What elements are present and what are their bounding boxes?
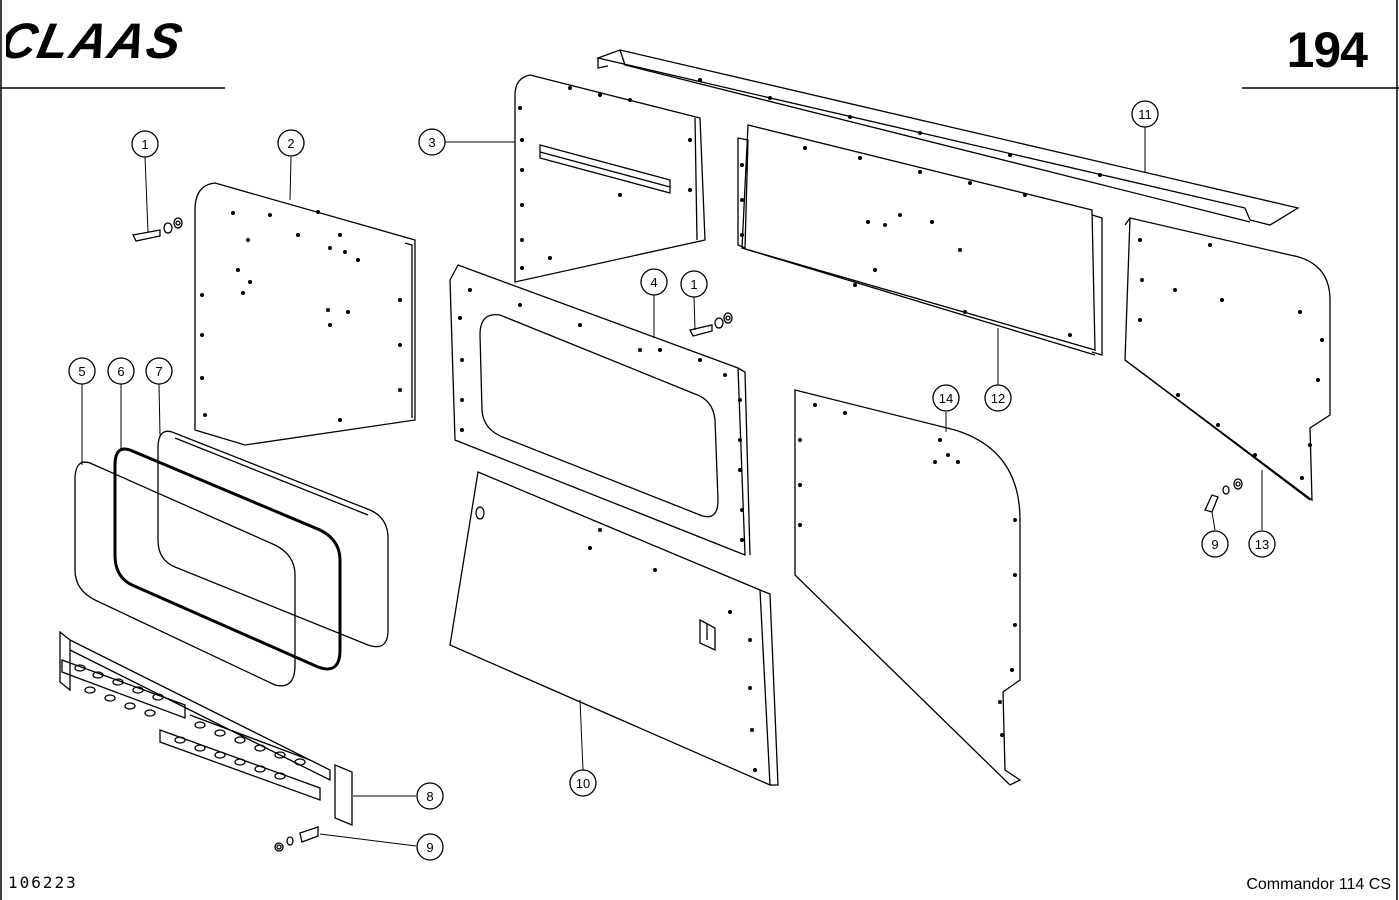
callout-9a: 9 (416, 833, 444, 861)
callout-10-label: 10 (576, 776, 590, 791)
drawing-number: 106223 (8, 873, 78, 892)
part-5-glass-pane (74, 461, 296, 687)
callout-12-label: 12 (991, 391, 1005, 406)
callout-4: 4 (640, 268, 668, 296)
part-9-bolt-lower (274, 826, 319, 852)
part-13-right-panel (1124, 217, 1331, 502)
part-1-bolt-right (689, 312, 733, 337)
callout-1b-label: 1 (690, 277, 697, 292)
part-8-step-ladder (59, 630, 353, 826)
callout-13: 13 (1248, 530, 1276, 558)
part-7-inner-trim (157, 430, 389, 648)
brand-logo-text: CLAAS (6, 16, 189, 66)
claas-logo: CLAAS (6, 16, 189, 66)
part-9-bolt-right (1204, 478, 1243, 513)
callout-14-label: 14 (939, 391, 953, 406)
callout-14: 14 (932, 384, 960, 412)
part-3-rear-panel (514, 74, 706, 283)
callout-3-label: 3 (428, 135, 435, 150)
callout-12: 12 (984, 384, 1012, 412)
callout-11-label: 11 (1138, 107, 1152, 122)
callout-7-label: 7 (155, 364, 162, 379)
callout-6-label: 6 (117, 364, 124, 379)
callout-5-label: 5 (78, 364, 85, 379)
machine-model: Commandor 114 CS (1246, 876, 1391, 893)
callout-10: 10 (569, 769, 597, 797)
part-12-long-panel (737, 124, 1103, 356)
part-4-window-frame (449, 264, 751, 556)
callout-5: 5 (68, 357, 96, 385)
callout-1a: 1 (131, 130, 159, 158)
callout-4-label: 4 (650, 275, 657, 290)
part-10-door-panel (449, 471, 779, 787)
leader-lines (81, 127, 1263, 847)
callout-9b-label: 9 (1211, 537, 1218, 552)
part-1-bolt-left (132, 217, 183, 242)
callout-2: 2 (277, 129, 305, 157)
callout-1b: 1 (680, 270, 708, 298)
part-11-top-rail (595, 49, 1300, 226)
callout-8-label: 8 (426, 789, 433, 804)
page-number: 194 (1286, 22, 1368, 78)
callout-6: 6 (107, 357, 135, 385)
callout-1a-label: 1 (141, 137, 148, 152)
callout-3: 3 (418, 128, 446, 156)
callout-2-label: 2 (287, 136, 294, 151)
callout-9b: 9 (1201, 530, 1229, 558)
callout-13-label: 13 (1255, 537, 1269, 552)
callout-11: 11 (1131, 100, 1159, 128)
callout-7: 7 (145, 357, 173, 385)
part-2-side-panel (194, 182, 416, 446)
callout-8: 8 (416, 782, 444, 810)
callout-9a-label: 9 (426, 840, 433, 855)
part-14-front-panel (794, 389, 1022, 786)
part-6-rubber-seal (113, 447, 342, 671)
